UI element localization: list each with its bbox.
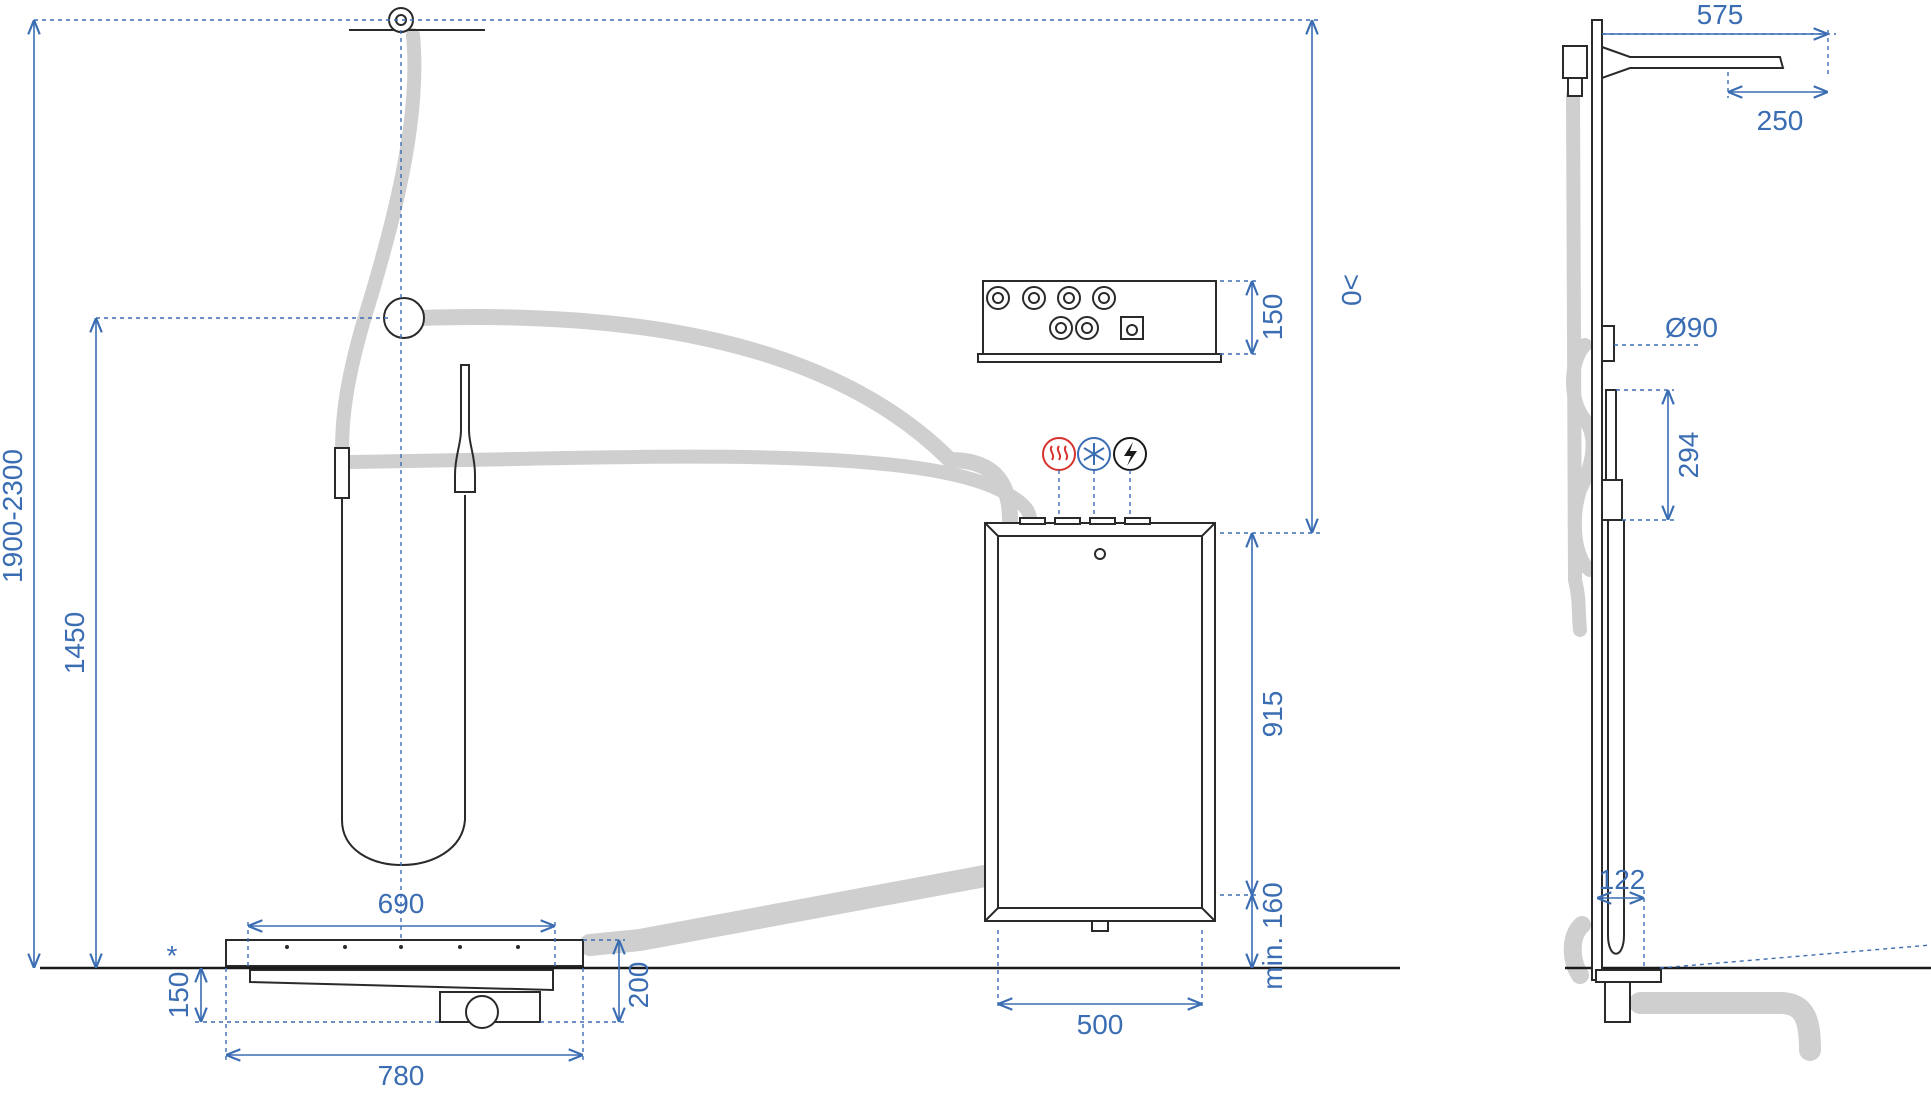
dimension-labels: 1900-2300 1450 690 780 150 * 200 915 min… xyxy=(0,0,1803,1091)
side-view xyxy=(1562,19,1785,1023)
tray-asterisk-label: * xyxy=(167,940,178,971)
top-module-height-label: 150 xyxy=(1257,294,1288,341)
arm-length-label: 575 xyxy=(1697,0,1744,30)
hand-holder-height-label: 294 xyxy=(1673,432,1704,479)
hand-shower-height-label: 1450 xyxy=(59,612,90,674)
connection-icons xyxy=(1042,437,1147,520)
cold-water-icon xyxy=(1077,437,1111,471)
head-offset-label: 250 xyxy=(1757,105,1804,136)
power-icon xyxy=(1113,437,1147,471)
total-height-label: 1900-2300 xyxy=(0,449,28,583)
drain-height-label: 200 xyxy=(623,962,654,1009)
top-control-module xyxy=(977,280,1222,363)
box-width-label: 500 xyxy=(1077,1009,1124,1040)
shower-tray xyxy=(225,939,584,1029)
wall-outlet xyxy=(383,297,425,339)
dimensions xyxy=(34,19,1931,1060)
hot-water-icon xyxy=(1042,437,1076,471)
ceiling-shower-head xyxy=(349,7,485,33)
box-height-label: 915 xyxy=(1257,691,1288,738)
tray-height-label: 150 xyxy=(163,972,194,1019)
hand-shower xyxy=(334,364,476,866)
box-min-clearance-label: min. 160 xyxy=(1257,882,1288,989)
tray-width-total-label: 780 xyxy=(378,1060,425,1091)
concealed-box xyxy=(984,517,1216,932)
top-clearance-label: >0 xyxy=(1336,274,1367,306)
holder-depth-label: 122 xyxy=(1599,864,1646,895)
tray-width-top-label: 690 xyxy=(378,888,425,919)
wall-outlet-diameter-label: Ø90 xyxy=(1665,312,1718,343)
